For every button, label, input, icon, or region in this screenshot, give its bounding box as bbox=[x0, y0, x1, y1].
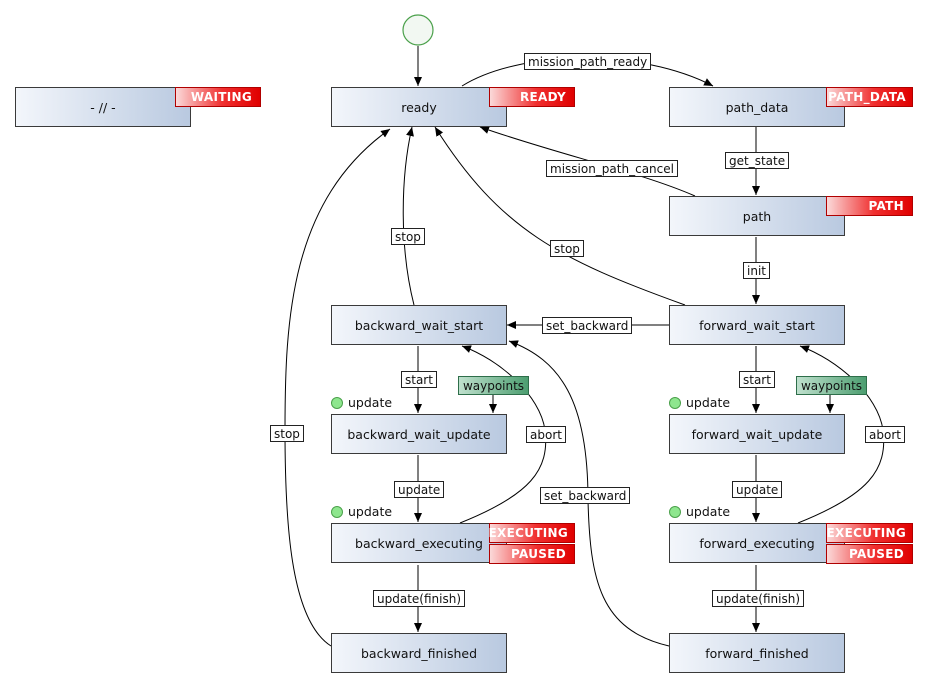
edge-label-stop-backward-finished: stop bbox=[270, 425, 304, 442]
state-backward-finished: backward_finished bbox=[331, 633, 507, 673]
waypoints-input-backward: waypoints bbox=[458, 376, 529, 395]
state-path: path bbox=[669, 196, 845, 236]
update-dot-icon bbox=[331, 396, 343, 409]
tag-backward-paused: PAUSED bbox=[489, 544, 575, 564]
edge-label-update-forward: update bbox=[732, 481, 783, 498]
edge-label-set-backward-bottom: set_backward bbox=[540, 487, 631, 504]
self-update-label: update bbox=[348, 395, 393, 410]
self-update-backward-executing: update bbox=[331, 504, 392, 519]
self-update-forward-executing: update bbox=[669, 504, 730, 519]
tag-path: PATH bbox=[826, 196, 913, 216]
state-forward-executing: forward_executing bbox=[669, 523, 845, 563]
edge-label-start-backward: start bbox=[401, 371, 437, 388]
tag-forward-executing: EXECUTING bbox=[826, 523, 913, 543]
edge-label-mission-path-cancel: mission_path_cancel bbox=[546, 160, 678, 177]
state-backward-executing: backward_executing bbox=[331, 523, 507, 563]
edge-label-update-finish-forward: update(finish) bbox=[712, 590, 804, 607]
edge-label-stop-backward-wait-start: stop bbox=[391, 228, 425, 245]
self-update-label: update bbox=[686, 395, 731, 410]
edge-label-abort-forward: abort bbox=[865, 426, 905, 443]
edge-label-start-forward: start bbox=[739, 371, 775, 388]
waypoints-input-forward: waypoints bbox=[796, 376, 867, 395]
edge-label-update-backward: update bbox=[394, 481, 445, 498]
self-update-label: update bbox=[348, 504, 393, 519]
edge-label-mission-path-ready: mission_path_ready bbox=[524, 53, 652, 70]
edge-label-get-state: get_state bbox=[725, 152, 790, 169]
edge-label-update-finish-backward: update(finish) bbox=[373, 590, 465, 607]
state-backward-wait-update: backward_wait_update bbox=[331, 414, 507, 454]
tag-path-data: PATH_DATA bbox=[826, 87, 913, 107]
tag-ready: READY bbox=[489, 87, 575, 107]
update-dot-icon bbox=[331, 505, 343, 518]
state-forward-wait-update: forward_wait_update bbox=[669, 414, 845, 454]
edge-label-stop-forward-wait-start: stop bbox=[550, 240, 584, 257]
state-path-data: path_data bbox=[669, 87, 845, 127]
update-dot-icon bbox=[669, 505, 681, 518]
self-update-forward-wait-update: update bbox=[669, 395, 730, 410]
self-update-label: update bbox=[686, 504, 731, 519]
self-update-backward-wait-update: update bbox=[331, 395, 392, 410]
state-backward-wait-start: backward_wait_start bbox=[331, 305, 507, 345]
edge-label-abort-backward: abort bbox=[526, 426, 566, 443]
update-dot-icon bbox=[669, 396, 681, 409]
state-forward-finished: forward_finished bbox=[669, 633, 845, 673]
tag-backward-executing: EXECUTING bbox=[489, 523, 575, 543]
state-ready: ready bbox=[331, 87, 507, 127]
tag-waiting: WAITING bbox=[175, 87, 261, 107]
state-forward-wait-start: forward_wait_start bbox=[669, 305, 845, 345]
initial-state-node bbox=[402, 14, 434, 46]
edge-label-init: init bbox=[743, 262, 770, 279]
state-waiting: - // - bbox=[15, 87, 191, 127]
tag-forward-paused: PAUSED bbox=[826, 544, 913, 564]
edge-label-set-backward-top: set_backward bbox=[542, 317, 633, 334]
